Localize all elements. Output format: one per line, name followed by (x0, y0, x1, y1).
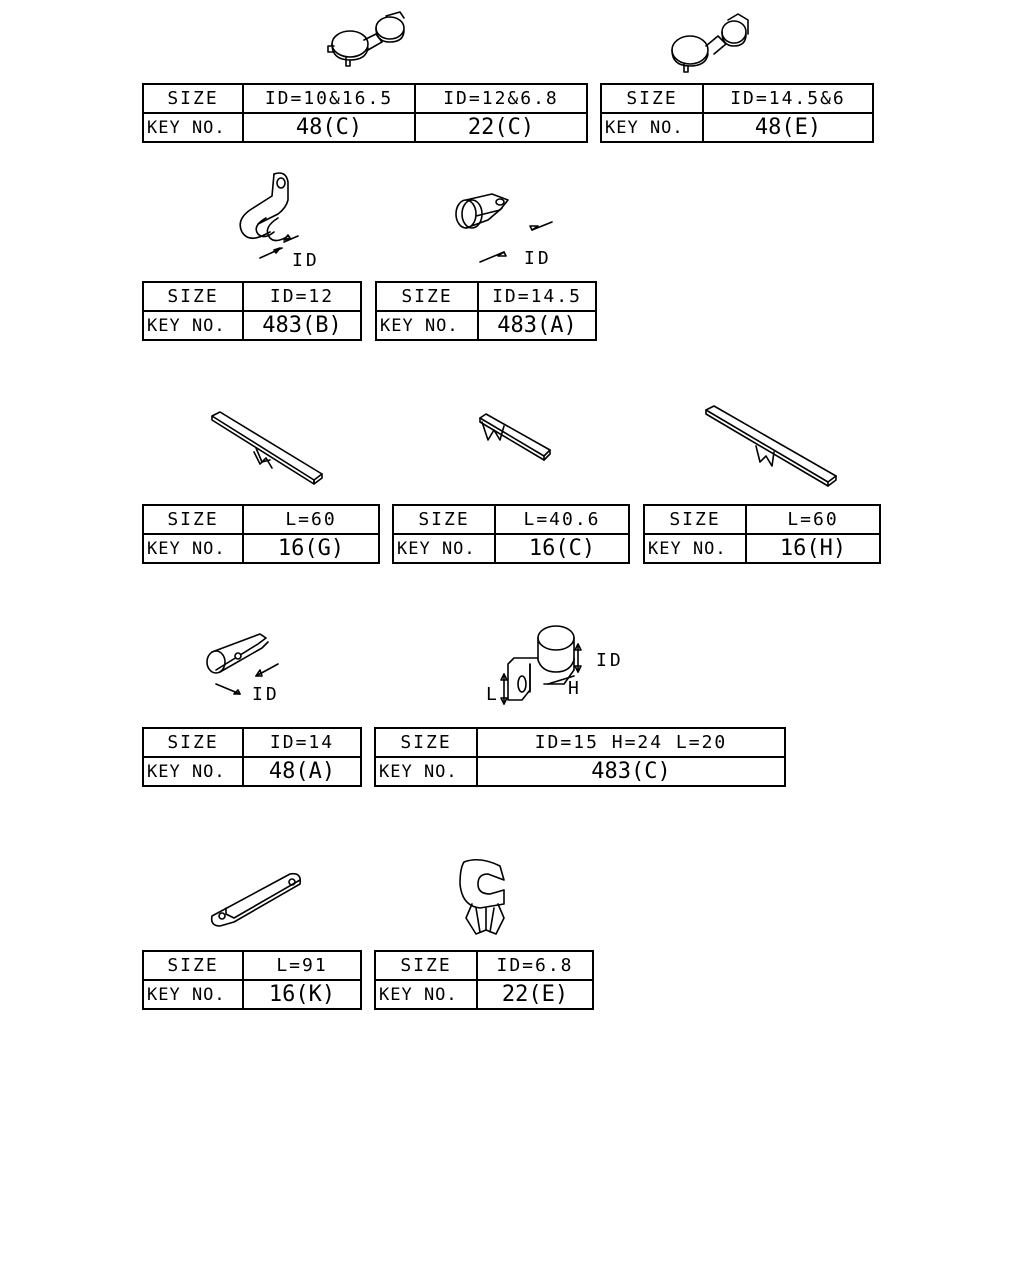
size-label: SIZE (375, 281, 479, 312)
id-dimension-label: ID (252, 684, 280, 705)
key-value: 48(E) (702, 112, 874, 143)
key-label: KEY NO. (374, 756, 478, 787)
size-label: SIZE (142, 727, 244, 758)
size-label: SIZE (142, 950, 244, 981)
spec-table-flat-strap: SIZE L=91 KEY NO. 16(K) (142, 950, 362, 1010)
size-label: SIZE (142, 281, 244, 312)
key-label: KEY NO. (375, 310, 479, 341)
size-value: ID=6.8 (476, 950, 594, 981)
key-value: 16(K) (242, 979, 362, 1010)
key-value: 483(C) (476, 756, 786, 787)
key-value: 16(G) (242, 533, 380, 564)
spec-table-strap-middle: SIZE L=40.6 KEY NO. 16(C) (392, 504, 630, 564)
u-bracket-icon (239, 172, 299, 259)
key-label: KEY NO. (142, 756, 244, 787)
id-dimension-label: ID (596, 650, 624, 671)
size-value: ID=12 (242, 281, 362, 312)
key-value: 16(H) (745, 533, 881, 564)
size-value: ID=14 (242, 727, 362, 758)
spec-table-u-bracket: SIZE ID=12 KEY NO. 483(B) (142, 281, 362, 341)
size-label: SIZE (374, 950, 478, 981)
key-label: KEY NO. (392, 533, 496, 564)
small-clip-icon (206, 633, 279, 695)
size-value: L=40.6 (494, 504, 630, 535)
key-value: 16(C) (494, 533, 630, 564)
size-label: SIZE (142, 83, 244, 114)
double-clip-icon (671, 13, 749, 73)
key-label: KEY NO. (142, 310, 244, 341)
p-clip-icon (455, 193, 553, 263)
size-value: ID=12&6.8 (414, 83, 588, 114)
spec-table-push-clip: SIZE ID=6.8 KEY NO. 22(E) (374, 950, 594, 1010)
size-label: SIZE (142, 504, 244, 535)
key-value: 483(A) (477, 310, 597, 341)
key-label: KEY NO. (643, 533, 747, 564)
key-value: 48(C) (242, 112, 416, 143)
key-value: 22(C) (414, 112, 588, 143)
push-clip-icon (459, 858, 505, 935)
size-label: SIZE (643, 504, 747, 535)
size-value: ID=10&16.5 (242, 83, 416, 114)
strap-icon (479, 413, 551, 461)
hose-bracket-icon (500, 625, 582, 705)
key-label: KEY NO. (142, 112, 244, 143)
size-value: ID=15 H=24 L=20 (476, 727, 786, 758)
size-value: L=60 (745, 504, 881, 535)
key-label: KEY NO. (374, 979, 478, 1010)
key-value: 483(B) (242, 310, 362, 341)
size-value: ID=14.5 (477, 281, 597, 312)
spec-table-p-clip: SIZE ID=14.5 KEY NO. 483(A) (375, 281, 597, 341)
key-label: KEY NO. (600, 112, 704, 143)
size-value: L=60 (242, 504, 380, 535)
id-dimension-label: ID (292, 250, 320, 271)
h-dimension-label: H (568, 678, 582, 699)
flat-strap-icon (210, 872, 302, 927)
spec-table-strap-left: SIZE L=60 KEY NO. 16(G) (142, 504, 380, 564)
key-value: 22(E) (476, 979, 594, 1010)
key-value: 48(A) (242, 756, 362, 787)
size-label: SIZE (392, 504, 496, 535)
l-dimension-label: L (486, 684, 500, 705)
size-value: L=91 (242, 950, 362, 981)
size-label: SIZE (600, 83, 704, 114)
size-value: ID=14.5&6 (702, 83, 874, 114)
id-dimension-label: ID (524, 248, 552, 269)
strap-icon (705, 405, 837, 487)
spec-table-strap-right: SIZE L=60 KEY NO. 16(H) (643, 504, 881, 564)
spec-table-double-clip-right: SIZE ID=14.5&6 KEY NO. 48(E) (600, 83, 874, 143)
size-label: SIZE (374, 727, 478, 758)
spec-table-small-clip: SIZE ID=14 KEY NO. 48(A) (142, 727, 362, 787)
spec-table-double-clip-left: SIZE ID=10&16.5 ID=12&6.8 KEY NO. 48(C) … (142, 83, 588, 143)
key-label: KEY NO. (142, 979, 244, 1010)
spec-table-hose-bracket: SIZE ID=15 H=24 L=20 KEY NO. 483(C) (374, 727, 786, 787)
strap-icon (211, 411, 323, 485)
double-clip-icon (327, 11, 405, 67)
key-label: KEY NO. (142, 533, 244, 564)
